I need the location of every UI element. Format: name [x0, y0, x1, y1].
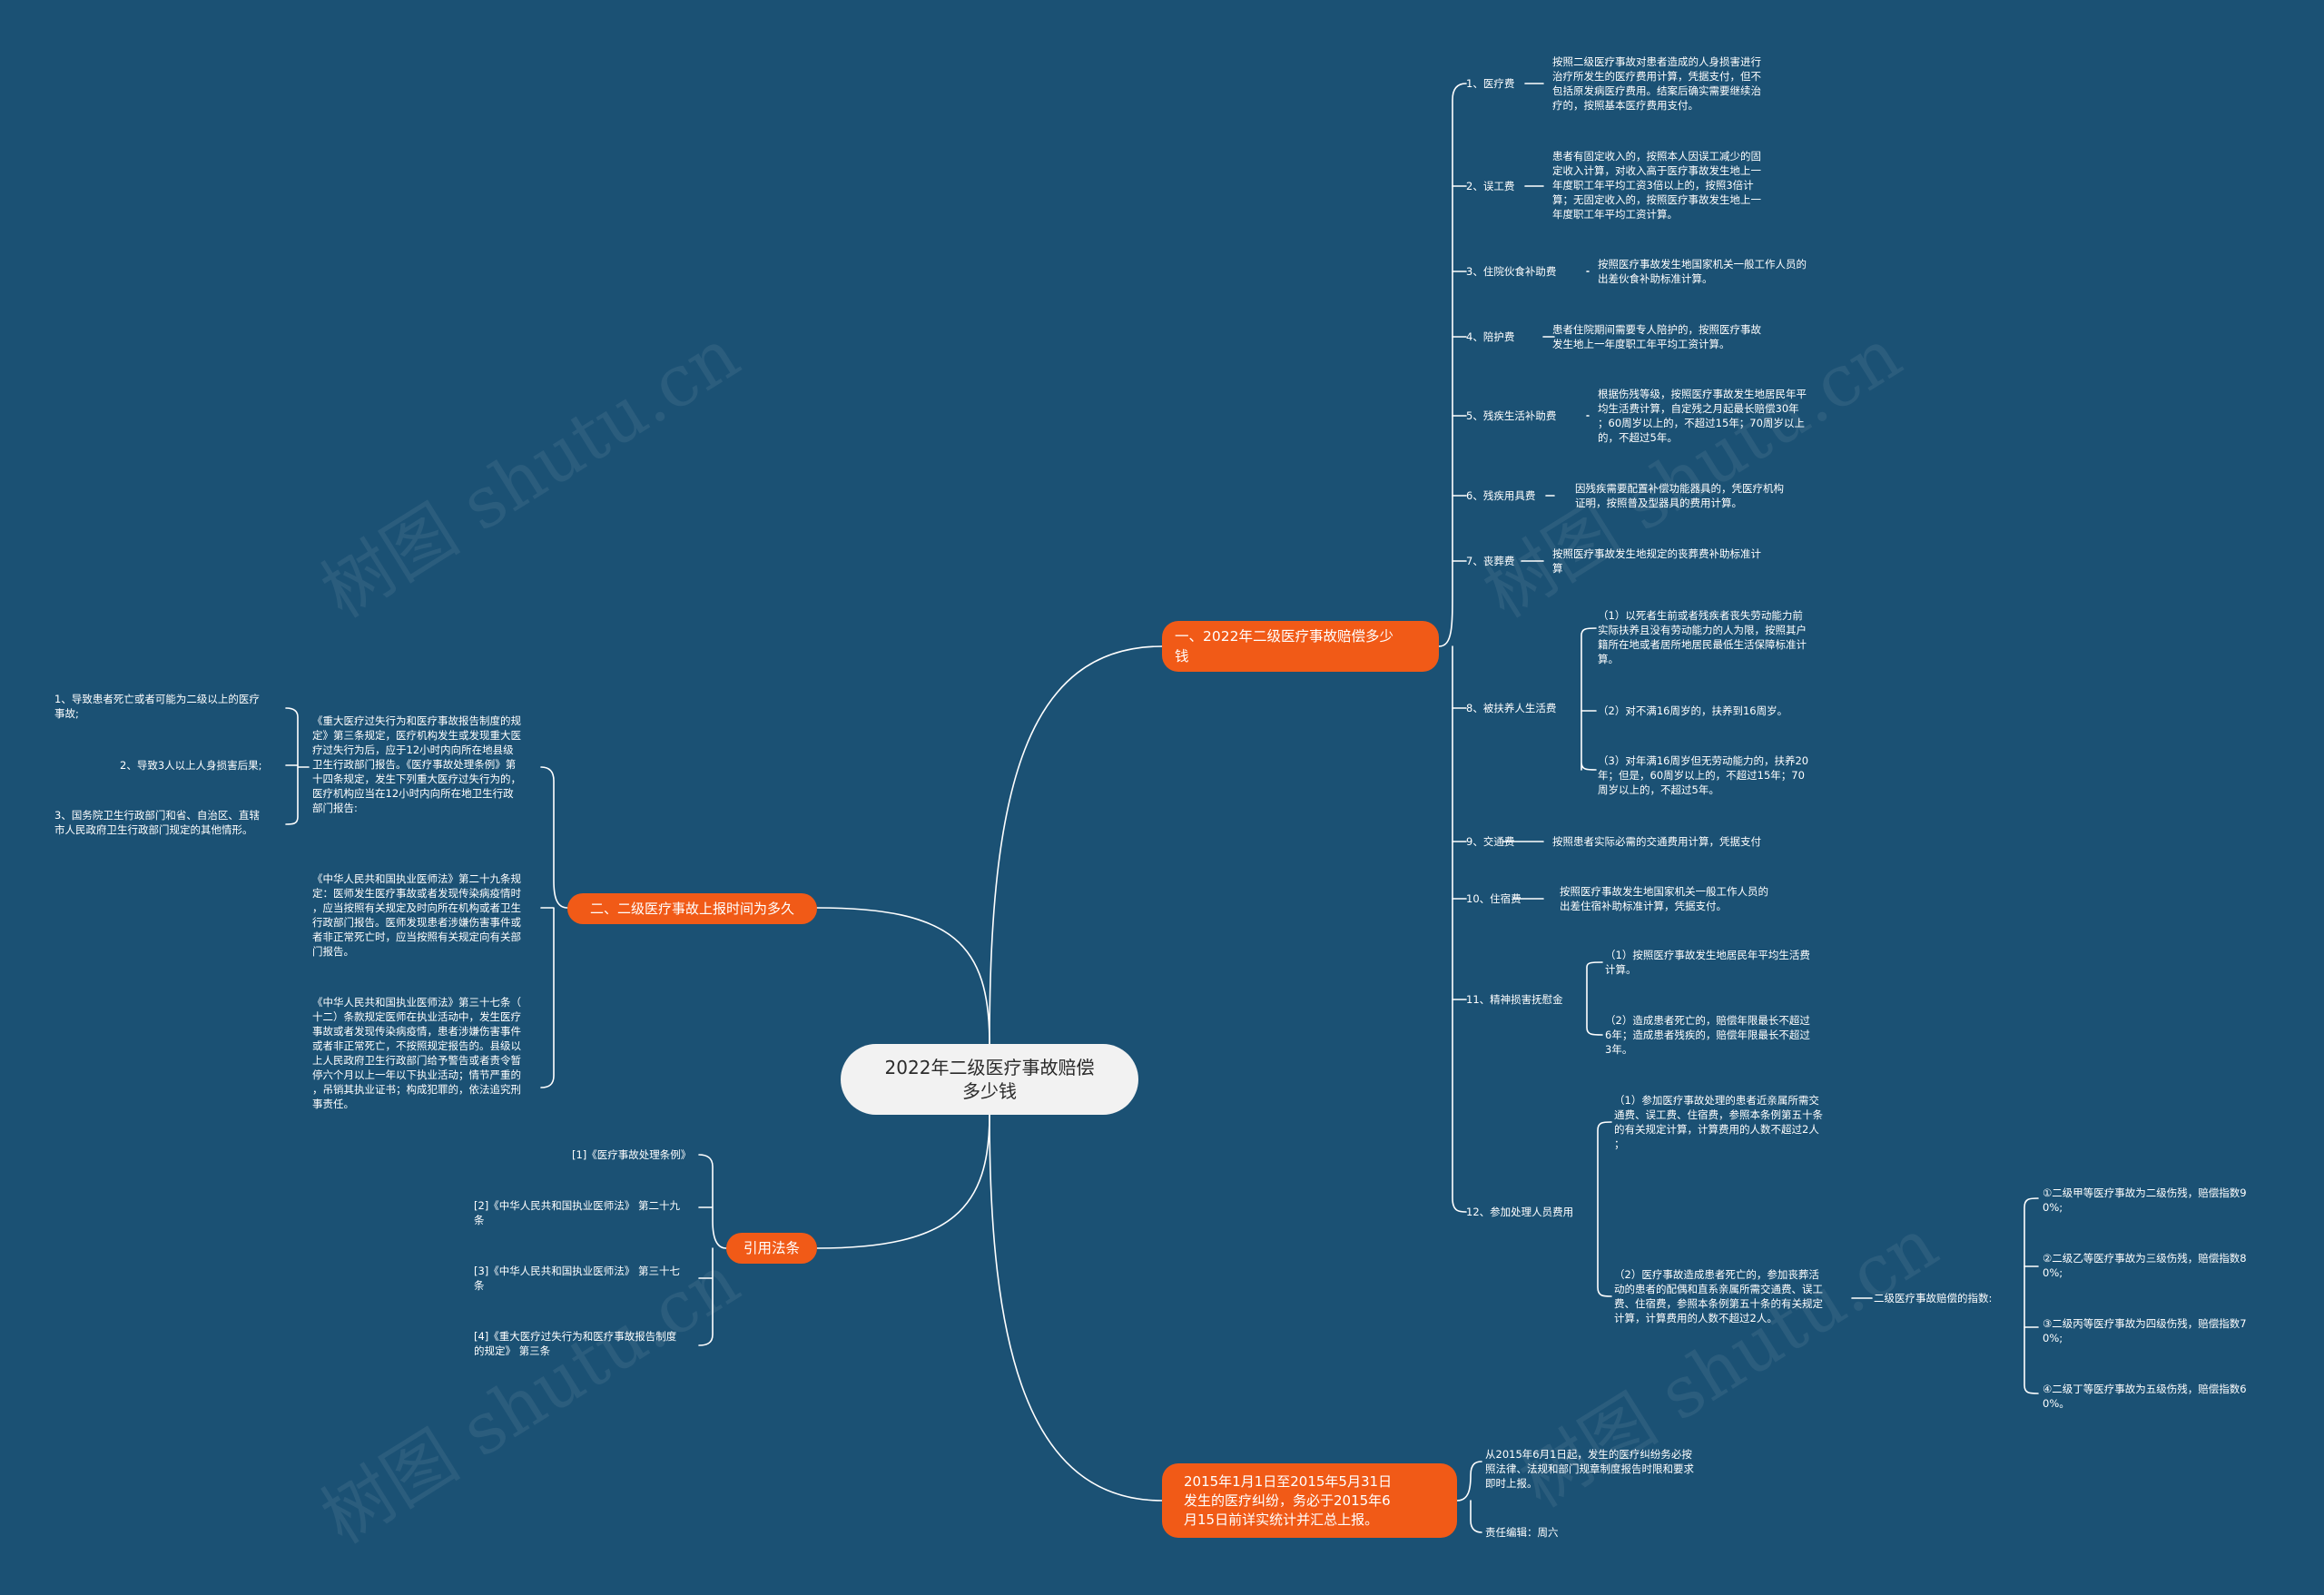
- link-root-b1: [989, 645, 1163, 1045]
- item-text-nursing-fee: 患者住院期间需要专人陪护的，按照医疗事故 发生地上一年度职工年平均工资计算。: [1552, 323, 1761, 350]
- citation-3: [3]《中华人民共和国执业医师法》 第三十七 条: [474, 1265, 680, 1292]
- item-label-participant-fees: 12、参加处理人员费用: [1466, 1206, 1574, 1218]
- item-label-mental-damages: 11、精神损害抚慰金: [1466, 993, 1563, 1006]
- branch-report-time[interactable]: 二、二级医疗事故上报时间为多久: [567, 893, 817, 924]
- item-label-transport: 9、交通费: [1466, 835, 1515, 848]
- item-text-lodging: 按照医疗事故发生地国家机关一般工作人员的 出差住宿补助标准计算，凭据支付。: [1560, 885, 1768, 912]
- b1-label-to-text: [1502, 83, 1590, 900]
- branch-citations-title: 引用法条: [743, 1240, 800, 1256]
- item-text-meal-allowance: 按照医疗事故发生地国家机关一般工作人员的 出差伙食补助标准计算。: [1598, 258, 1807, 285]
- branch-compensation-title: 一、2022年二级医疗事故赔偿多少 钱: [1175, 628, 1393, 665]
- item-text-medical-fee: 按照二级医疗事故对患者造成的人身损害进行 治疗所发生的医疗费用计算，凭据支付，但…: [1552, 55, 1761, 112]
- item-label-medical-fee: 1、医疗费: [1466, 77, 1515, 90]
- b1-ticks: [1452, 185, 1467, 1000]
- item-text-disability-aids: 因残疾需要配置补偿功能器具的，凭医疗机构 证明，按照普及型器具的费用计算。: [1575, 482, 1784, 509]
- report-condition-2: 2、导致3人以上人身损害后果;: [120, 759, 262, 772]
- item-text-lost-wages: 患者有固定收入的，按照本人因误工减少的固 定收入计算，对收入高于医疗事故发生地上…: [1552, 150, 1761, 221]
- index-item-1: ①二级甲等医疗事故为二级伤残，赔偿指数9 0%;: [2043, 1186, 2247, 1214]
- item-sub-participant-fees-2: （2）医疗事故造成患者死亡的，参加丧葬活 动的患者的配偶和直系亲属所需交通费、误…: [1614, 1268, 1823, 1324]
- item-sub-mental-damages-2: （2）造成患者死亡的，赔偿年限最长不超过 6年；造成患者残疾的，赔偿年限最长不超…: [1605, 1014, 1810, 1056]
- item8-bracket: [1581, 627, 1597, 771]
- report-rule-3: 《中华人民共和国执业医师法》第三十七条（ 十二）条款规定医师在执业活动中，发生医…: [312, 996, 521, 1110]
- report-rule-1: 《重大医疗过失行为和医疗事故报告制度的规 定》第三条规定，医疗机构发生或发现重大…: [312, 714, 521, 814]
- item-sub-dependents-3: （3）对年满16周岁但无劳动能力的，扶养20 年；但是，60周岁以上的，不超过1…: [1598, 754, 1809, 796]
- item-label-dependents: 8、被扶养人生活费: [1466, 702, 1557, 714]
- branch-citations[interactable]: 引用法条: [726, 1233, 817, 1264]
- branch-2015-notice-title: 2015年1月1日至2015年5月31日 发生的医疗纠纷，务必于2015年6 月…: [1184, 1472, 1393, 1528]
- b2-bracket: [540, 766, 568, 1088]
- branch-report-time-title: 二、二级医疗事故上报时间为多久: [589, 901, 794, 917]
- item-label-lost-wages: 2、误工费: [1466, 180, 1515, 192]
- item12-bracket: [1597, 1121, 1612, 1297]
- citation-4: [4]《重大医疗过失行为和医疗事故报告制度 的规定》 第三条: [474, 1330, 677, 1357]
- root-node[interactable]: 2022年二级医疗事故赔偿 多少钱: [841, 1044, 1138, 1115]
- report-condition-3: 3、国务院卫生行政部门和省、自治区、直辖 市人民政府卫生行政部门规定的其他情形。: [54, 809, 260, 836]
- item-sub-dependents-1: （1）以死者生前或者残疾者丧失劳动能力前 实际扶养且没有劳动能力的人为限，按照其…: [1598, 609, 1807, 665]
- link-root-b3: [816, 1114, 990, 1249]
- item-label-nursing-fee: 4、陪护费: [1466, 330, 1515, 343]
- index-item-2: ②二级乙等医疗事故为三级伤残，赔偿指数8 0%;: [2043, 1252, 2247, 1279]
- report-condition-1: 1、导致患者死亡或者可能为二级以上的医疗 事故;: [54, 693, 260, 720]
- branch-compensation[interactable]: 一、2022年二级医疗事故赔偿多少 钱: [1162, 621, 1439, 672]
- index-item-3: ③二级丙等医疗事故为四级伤残，赔偿指数7 0%;: [2043, 1317, 2247, 1344]
- item-sub-dependents-2: （2）对不满16周岁的，扶养到16周岁。: [1598, 704, 1788, 717]
- citation-2: [2]《中华人民共和国执业医师法》 第二十九 条: [474, 1199, 680, 1226]
- b2-sub-bracket: [285, 707, 310, 825]
- item-text-funeral: 按照医疗事故发生地规定的丧葬费补助标准计 算: [1552, 547, 1761, 575]
- b1-bracket: [1438, 83, 1467, 1213]
- branch-2015-notice[interactable]: 2015年1月1日至2015年5月31日 发生的医疗纠纷，务必于2015年6 月…: [1162, 1463, 1457, 1538]
- item-label-disability-aids: 6、残疾用具费: [1466, 489, 1536, 502]
- link-root-b2: [816, 907, 990, 1045]
- root-title: 2022年二级医疗事故赔偿 多少钱: [884, 1057, 1095, 1102]
- citation-1: [1]《医疗事故处理条例》: [572, 1148, 692, 1161]
- item-text-disability-living: 根据伤残等级，按照医疗事故发生地居民年平 均生活费计算，自定残之月起最长赔偿30…: [1598, 388, 1807, 444]
- item-sub-participant-fees-1: （1）参加医疗事故处理的患者近亲属所需交 通费、误工费、住宿费，参照本条例第五十…: [1614, 1094, 1823, 1150]
- item-text-transport: 按照患者实际必需的交通费用计算，凭据支付: [1552, 835, 1761, 848]
- item-label-disability-living: 5、残疾生活补助费: [1466, 409, 1557, 422]
- editor-credit: 责任编辑：周六: [1485, 1526, 1559, 1539]
- link-root-b4: [989, 1114, 1163, 1501]
- b4-bracket: [1456, 1461, 1482, 1533]
- item-label-funeral: 7、丧葬费: [1466, 555, 1515, 567]
- report-rule-2: 《中华人民共和国执业医师法》第二十九条规 定：医师发生医疗事故或者发现传染病疫情…: [312, 872, 521, 958]
- index-label: 二级医疗事故赔偿的指数:: [1874, 1292, 1993, 1305]
- index-bracket: [2024, 1197, 2039, 1394]
- item-label-lodging: 10、住宿费: [1466, 892, 1521, 905]
- b3-bracket: [698, 1154, 727, 1346]
- notice-text: 从2015年6月1日起，发生的医疗纠纷务必按 照法律、法规和部门规章制度报告时限…: [1485, 1448, 1694, 1490]
- item-sub-mental-damages-1: （1）按照医疗事故发生地居民年平均生活费 计算。: [1605, 949, 1810, 976]
- item-label-meal-allowance: 3、住院伙食补助费: [1466, 265, 1557, 278]
- item11-bracket: [1586, 961, 1603, 1036]
- index-item-4: ④二级丁等医疗事故为五级伤残，赔偿指数6 0%。: [2043, 1383, 2247, 1410]
